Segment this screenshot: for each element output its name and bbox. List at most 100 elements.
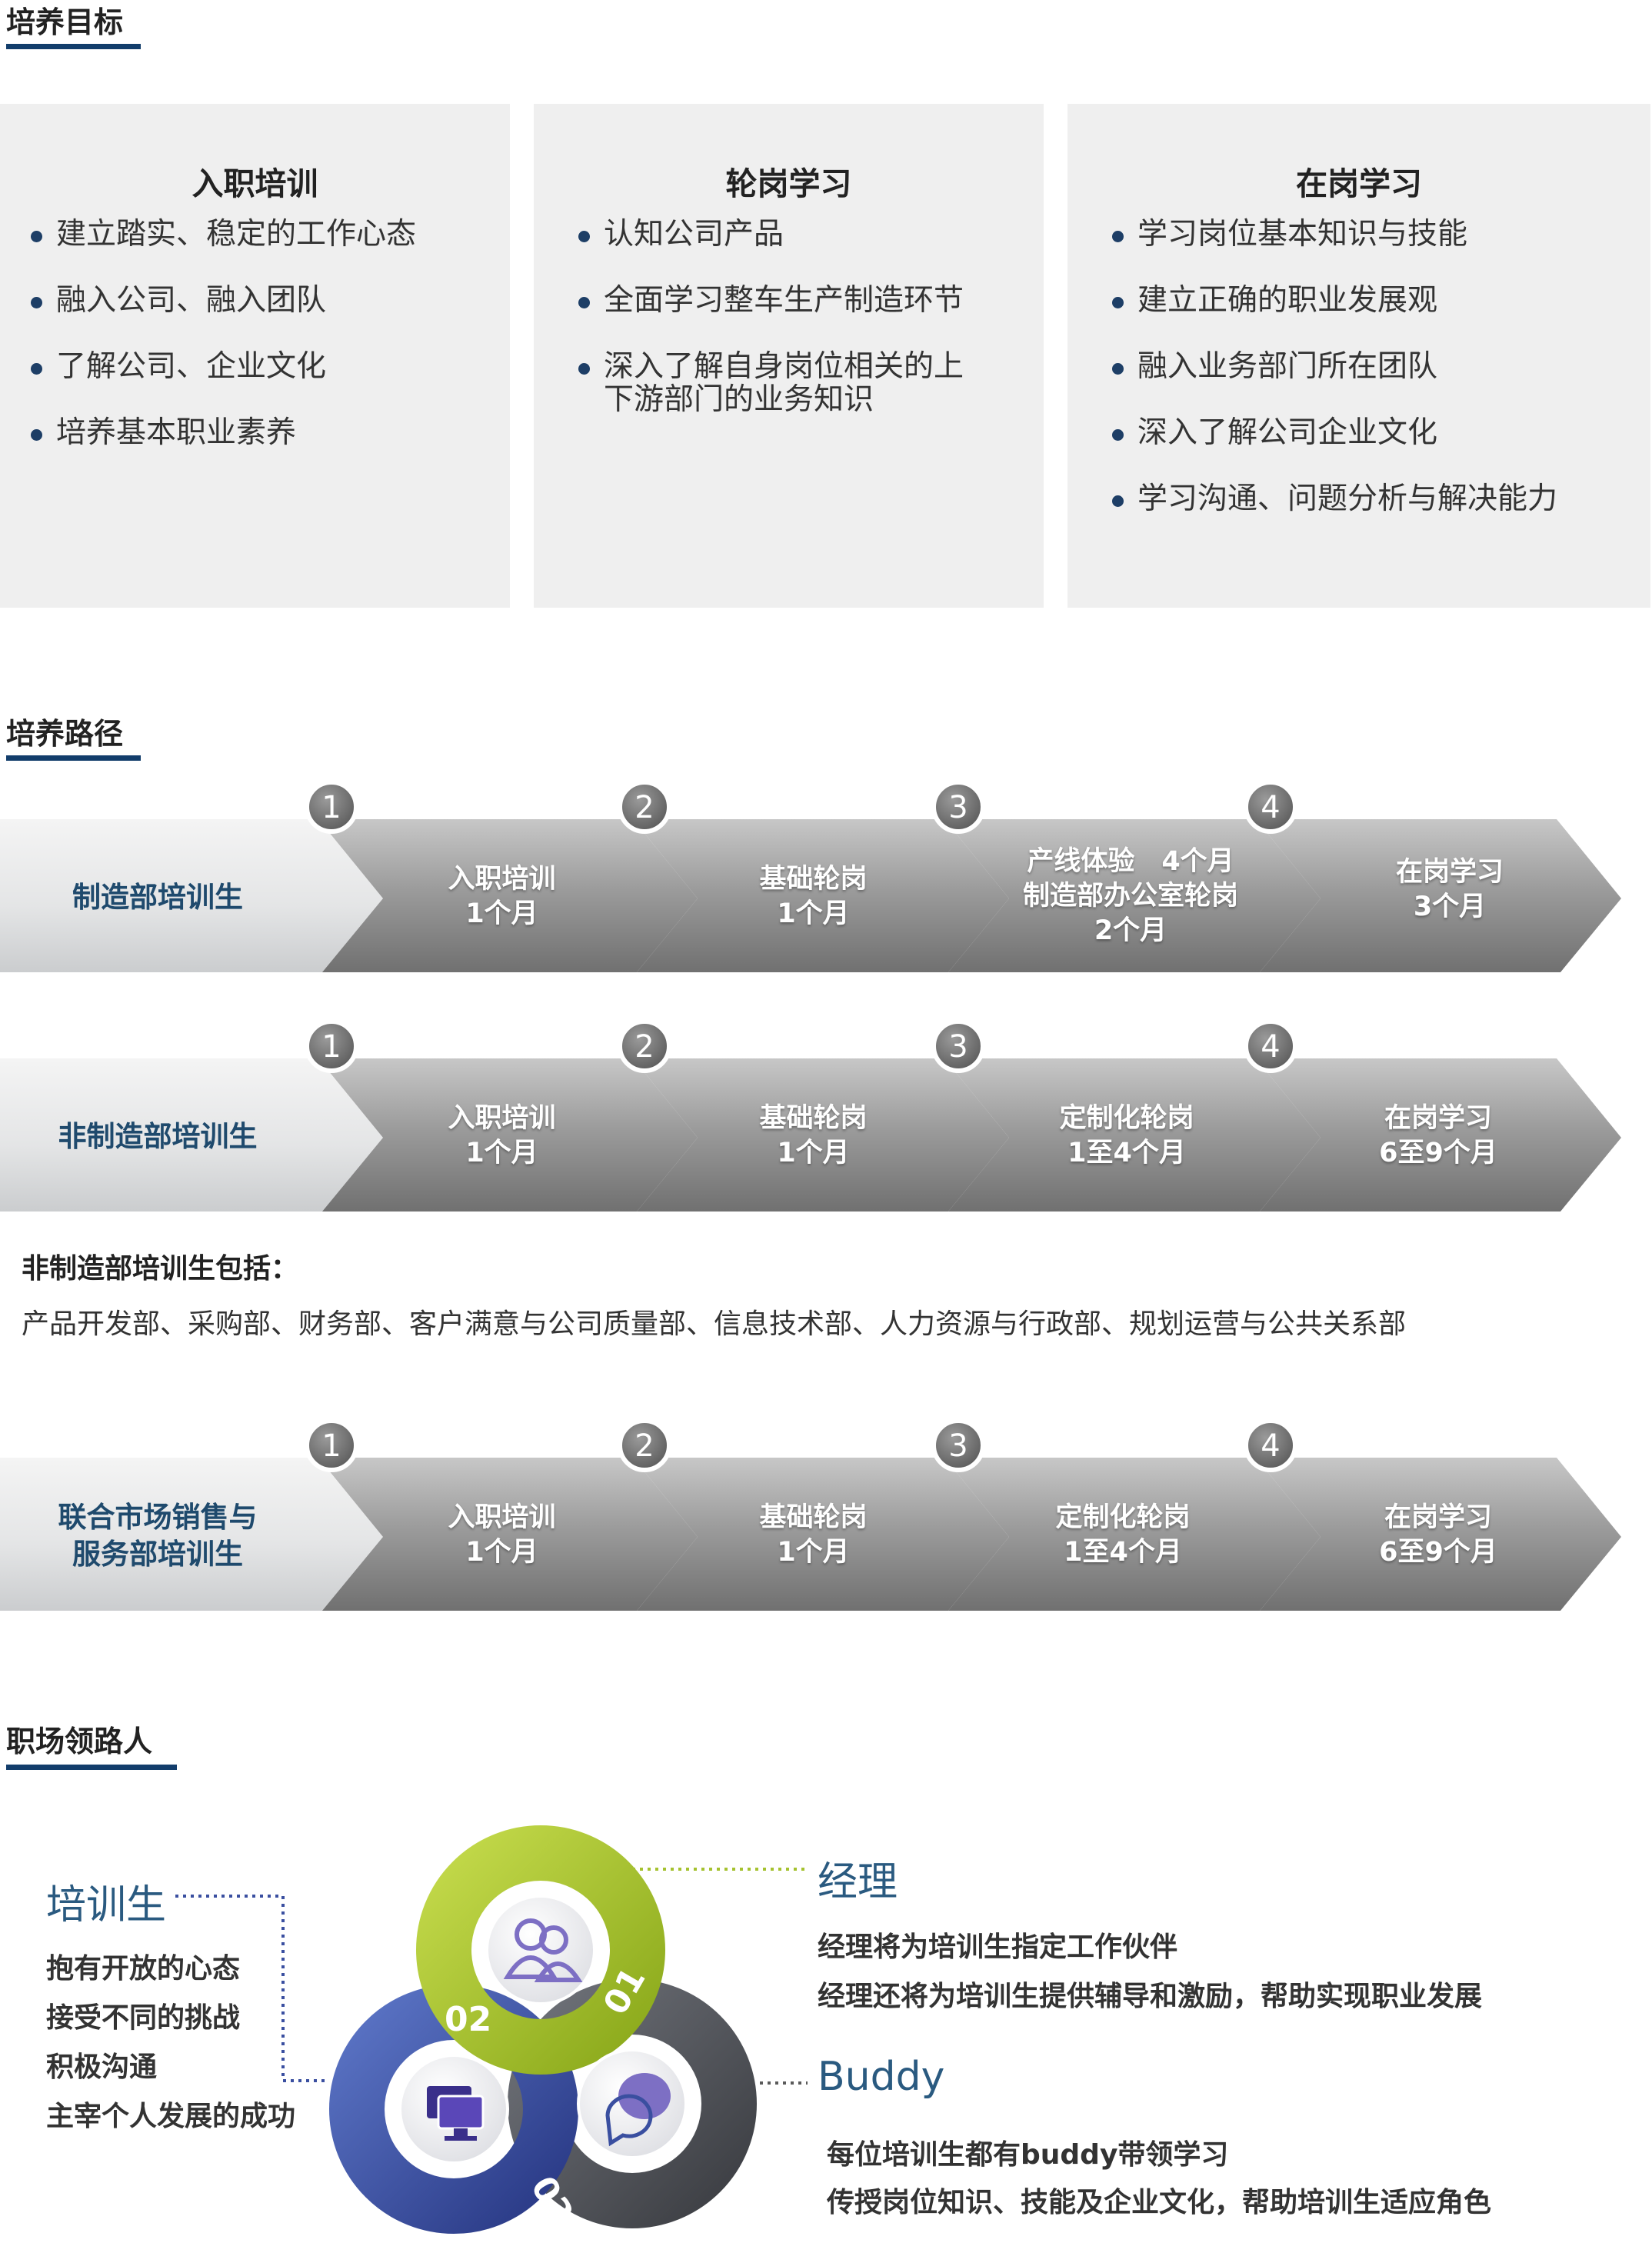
svg-text:1: 1 <box>321 1428 341 1464</box>
step-badge-4: 4 <box>1244 1019 1297 1073</box>
step-badge-4: 4 <box>1244 780 1297 834</box>
svg-text:1: 1 <box>321 1029 341 1065</box>
stage-arrow <box>633 1458 1009 1611</box>
people-icon <box>485 1895 596 2005</box>
svg-text:3: 3 <box>948 790 968 825</box>
trainee-title: 培训生 <box>46 1882 167 1928</box>
step-badge-1: 1 <box>305 780 358 834</box>
section-title-goals: 培养目标 <box>6 5 124 39</box>
trainee-item: 积极沟通 <box>46 2051 158 2083</box>
goal-card-title: 入职培训 <box>192 165 318 202</box>
path-start-label: 非制造部培训生 <box>58 1120 258 1153</box>
goal-item: 认知公司产品 <box>578 218 964 251</box>
step-badge-4: 4 <box>1244 1418 1297 1472</box>
step-badge-2: 2 <box>618 1418 671 1472</box>
goal-item: 建立踏实、稳定的工作心态 <box>31 218 416 251</box>
svg-text:2: 2 <box>634 790 654 825</box>
step-badge-1: 1 <box>305 1019 358 1073</box>
goal-item: 学习沟通、问题分析与解决能力 <box>1112 482 1557 515</box>
svg-text:2: 2 <box>634 1428 654 1464</box>
stage-arrow <box>318 1458 698 1611</box>
goal-card-title: 轮岗学习 <box>725 165 852 202</box>
stage-arrow <box>633 1058 1009 1211</box>
buddy-title: Buddy <box>818 2054 945 2100</box>
ring-segment-01 <box>416 1825 665 2075</box>
trainee-item: 接受不同的挑战 <box>46 2002 241 2034</box>
goal-list: 建立踏实、稳定的工作心态 融入公司、融入团队 了解公司、企业文化 培养基本职业素… <box>31 218 416 482</box>
note-title: 非制造部培训生包括： <box>22 1253 299 1285</box>
stage-arrow <box>633 819 1009 972</box>
start-arrow <box>0 1058 383 1211</box>
stage-arrow <box>1256 819 1621 972</box>
stage-arrow <box>944 1458 1321 1611</box>
step-badge-2: 2 <box>618 780 671 834</box>
goal-item: 融入业务部门所在团队 <box>1112 350 1557 383</box>
step-badge-3: 3 <box>931 1418 985 1472</box>
stage-arrow <box>944 819 1321 972</box>
manager-item: 经理将为培训生指定工作伙伴 <box>818 1931 1178 1963</box>
step-badge-3: 3 <box>931 1019 985 1073</box>
stage-arrow <box>1256 1058 1621 1211</box>
goal-list: 学习岗位基本知识与技能 建立正确的职业发展观 融入业务部门所在团队 深入了解公司… <box>1112 218 1557 548</box>
goal-item: 建立正确的职业发展观 <box>1112 284 1557 317</box>
goal-card-title: 在岗学习 <box>1296 165 1422 202</box>
goal-card-rotation: 轮岗学习 认知公司产品 全面学习整车生产制造环节 深入了解自身岗位相关的上 下游… <box>534 104 1044 608</box>
section-underline <box>6 755 141 761</box>
goal-card-onjob: 在岗学习 学习岗位基本知识与技能 建立正确的职业发展观 融入业务部门所在团队 深… <box>1067 104 1650 608</box>
manager-item: 经理还将为培训生提供辅导和激励，帮助实现职业发展 <box>818 1981 1483 2012</box>
buddy-item: 传授岗位知识、技能及企业文化，帮助培训生适应角色 <box>827 2187 1492 2218</box>
svg-text:1: 1 <box>321 790 341 825</box>
svg-text:4: 4 <box>1261 1428 1280 1464</box>
step-badge-3: 3 <box>931 780 985 834</box>
stage-arrow <box>944 1058 1321 1211</box>
section-title-leaders: 职场领路人 <box>6 1725 153 1758</box>
svg-text:3: 3 <box>948 1428 968 1464</box>
path-start-label: 联合市场销售与服务部培训生 <box>58 1501 258 1571</box>
start-arrow <box>0 1458 383 1611</box>
computer-icon <box>398 2054 509 2165</box>
step-badge-1: 1 <box>305 1418 358 1472</box>
goal-item: 学习岗位基本知识与技能 <box>1112 218 1557 251</box>
trainee-item: 主宰个人发展的成功 <box>46 2101 296 2132</box>
start-arrow <box>0 819 383 972</box>
goal-item: 了解公司、企业文化 <box>31 350 416 383</box>
trainee-connector <box>175 1895 325 2082</box>
step-badge-2: 2 <box>618 1019 671 1073</box>
path-arrows: 1 2 3 4 <box>0 1418 1621 1611</box>
section-underline <box>6 1765 177 1770</box>
goal-item: 融入公司、融入团队 <box>31 284 416 317</box>
leader-ring-diagram: 02 01 03 <box>175 1825 808 2234</box>
svg-text:4: 4 <box>1261 1029 1280 1065</box>
goal-item: 深入了解公司企业文化 <box>1112 416 1557 449</box>
trainee-item: 抱有开放的心态 <box>46 1953 241 1985</box>
goal-item: 深入了解自身岗位相关的上 下游部门的业务知识 <box>578 350 964 416</box>
ring-label-02: 02 <box>445 2000 491 2039</box>
svg-text:4: 4 <box>1261 790 1280 825</box>
buddy-item: 每位培训生都有buddy带领学习 <box>827 2139 1229 2171</box>
note-text: 产品开发部、采购部、财务部、客户满意与公司质量部、信息技术部、人力资源与行政部、… <box>22 1308 1407 1340</box>
svg-text:3: 3 <box>948 1029 968 1065</box>
section-title-path: 培养路径 <box>6 717 124 751</box>
section-underline <box>6 44 141 49</box>
manager-title: 经理 <box>818 1859 898 1905</box>
path-start-label: 制造部培训生 <box>72 881 243 914</box>
path-arrows: 1 2 3 4 <box>0 780 1621 972</box>
goal-item: 全面学习整车生产制造环节 <box>578 284 964 317</box>
path-arrows: 1 2 3 4 <box>0 1019 1621 1211</box>
svg-text:2: 2 <box>634 1029 654 1065</box>
